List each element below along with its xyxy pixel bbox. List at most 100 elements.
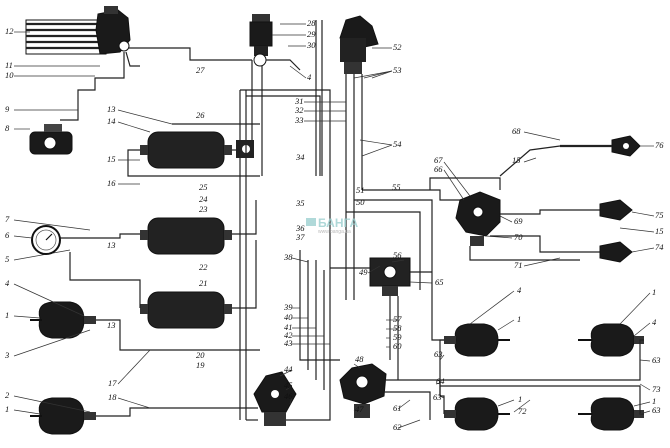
brake-chamber-rear-left	[30, 397, 96, 435]
callout-label: 29	[307, 29, 316, 39]
callout-label: 13	[107, 320, 116, 330]
callout-label: 7	[5, 214, 10, 224]
callout-label: 74	[655, 242, 664, 252]
callout-label: 13	[107, 104, 116, 114]
callout-label: 42	[284, 330, 293, 340]
callout-label: 15	[655, 226, 664, 236]
air-tank-upper	[140, 131, 232, 169]
watermark-text: БАНГА	[318, 216, 359, 230]
callout-label: 15	[512, 155, 521, 165]
callout-label: 4	[652, 317, 657, 327]
parking-brake-valve	[253, 371, 297, 426]
callout-label: 36	[295, 223, 305, 233]
coupling-head-74	[599, 241, 633, 263]
callout-label: 20	[196, 350, 205, 360]
brake-chamber-front-left	[30, 301, 96, 339]
air-tank-lower	[140, 291, 232, 329]
callout-label: 62	[393, 422, 402, 432]
callout-label: 2	[5, 390, 10, 400]
air-tank-middle	[140, 217, 232, 255]
callout-label: 63	[652, 355, 661, 365]
compressor	[95, 6, 131, 55]
callout-label: 3	[4, 350, 9, 360]
relay-valve-56	[369, 257, 411, 296]
callout-label: 47	[355, 404, 364, 414]
callout-label: 38	[283, 252, 293, 262]
relay-valve-47	[339, 363, 387, 418]
callout-label: 65	[435, 277, 444, 287]
callout-label: 26	[196, 110, 205, 120]
callout-label: 4	[517, 285, 522, 295]
callout-label: 14	[107, 116, 116, 126]
callout-label: 56	[393, 250, 402, 260]
callout-label: 24	[199, 194, 208, 204]
callout-label: 12	[5, 26, 14, 36]
callout-label: 27	[196, 65, 205, 75]
cooling-coil	[25, 19, 107, 55]
callout-label: 34	[295, 152, 305, 162]
callout-label: 9	[5, 104, 10, 114]
callout-label: 68	[512, 126, 521, 136]
callout-label: 61	[393, 403, 402, 413]
callout-label: 39	[283, 302, 293, 312]
callout-label: 1	[517, 314, 521, 324]
callout-label: 40	[284, 312, 293, 322]
callout-label: 63	[433, 392, 442, 402]
brake-chamber-far-right-lower	[578, 397, 644, 431]
callout-label: 67	[434, 155, 443, 165]
watermark-logo-icon	[306, 218, 316, 226]
callout-label: 1	[652, 396, 656, 406]
callout-label: 1	[652, 287, 656, 297]
callout-label: 76	[655, 140, 664, 150]
callout-label: 43	[284, 338, 293, 348]
callout-label: 1	[5, 404, 9, 414]
callout-label: 64	[436, 376, 445, 386]
callout-label: 21	[199, 278, 208, 288]
callout-label: 58	[393, 323, 402, 333]
callout-label: 17	[108, 378, 117, 388]
callout-label: 72	[518, 406, 527, 416]
callout-label: 46	[284, 391, 293, 401]
callout-label: 8	[5, 123, 10, 133]
callout-label: 55	[392, 182, 401, 192]
watermark-url: www.banga.ua	[318, 229, 351, 235]
callout-label: 50	[356, 197, 365, 207]
callout-label: 35	[295, 198, 305, 208]
callout-label: 69	[514, 216, 523, 226]
callout-label: 1	[518, 394, 522, 404]
pressure-unloader	[249, 14, 273, 67]
valve-34	[236, 140, 254, 158]
callout-label: 6	[5, 230, 10, 240]
brake-chamber-mid-right-upper	[444, 323, 510, 357]
callout-label: 13	[107, 240, 116, 250]
callout-label: 57	[393, 314, 402, 324]
callout-label: 5	[5, 254, 9, 264]
callout-label: 70	[514, 232, 523, 242]
callout-label: 54	[393, 139, 402, 149]
callout-label: 53	[393, 65, 402, 75]
brake-valve-pedal	[339, 15, 379, 74]
callout-label: 75	[655, 210, 664, 220]
callout-label: 18	[108, 392, 117, 402]
callout-label: 63	[434, 349, 443, 359]
callout-label: 23	[199, 204, 208, 214]
brake-chamber-mid-right-lower	[444, 397, 510, 431]
callout-label: 73	[652, 384, 661, 394]
callout-label: 4	[5, 278, 10, 288]
callout-label: 60	[393, 341, 402, 351]
pressure-gauge-icon	[31, 225, 61, 255]
callout-label: 63	[652, 405, 661, 415]
callout-label: 49	[359, 267, 368, 277]
pressure-regulator	[29, 124, 73, 155]
coupling-head-75	[599, 199, 633, 221]
callout-label: 41	[284, 322, 293, 332]
callout-label: 22	[199, 262, 208, 272]
callout-label: 71	[514, 260, 523, 270]
brake-chamber-far-right-upper	[578, 323, 644, 357]
callout-label: 30	[306, 40, 316, 50]
trailer-control-valve	[455, 191, 501, 246]
callout-label: 66	[434, 164, 443, 174]
callout-label: 37	[295, 232, 305, 242]
